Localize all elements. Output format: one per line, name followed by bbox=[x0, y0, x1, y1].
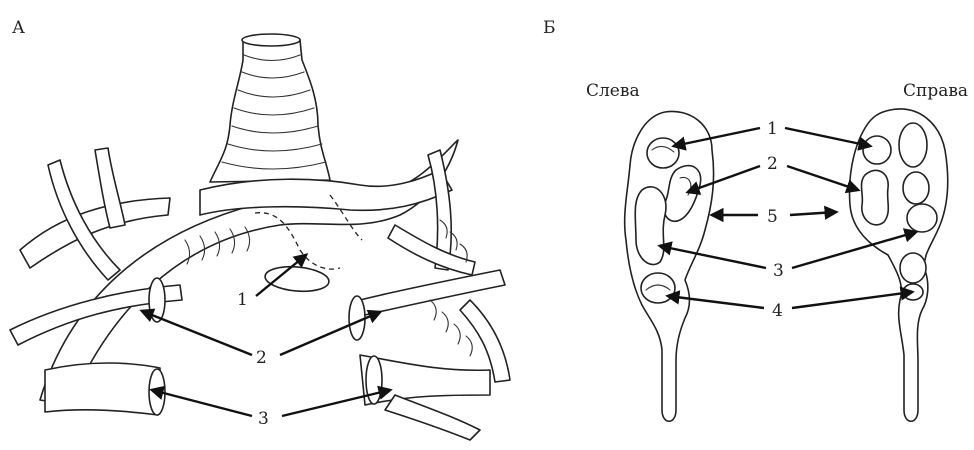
left-bronchus-3 bbox=[635, 187, 666, 265]
bronchial-tree-drawing bbox=[10, 140, 510, 440]
right-bronchus-2 bbox=[861, 170, 888, 224]
panel-b: Б Слева Справа 1 bbox=[543, 18, 968, 421]
right-bronchus-1 bbox=[863, 136, 891, 164]
section-2-right-ellipse bbox=[349, 296, 365, 340]
section-1-ellipse bbox=[264, 264, 330, 293]
callout-b-4: 4 bbox=[772, 301, 783, 321]
callout-a-1: 1 bbox=[237, 290, 248, 310]
right-bronchus-a bbox=[899, 123, 927, 167]
panel-b-label: Б bbox=[543, 18, 556, 38]
callout-a-3: 3 bbox=[258, 409, 269, 429]
callout-a-2: 2 bbox=[256, 348, 267, 368]
right-bronchus-b bbox=[903, 172, 929, 204]
arrow-a-2-right bbox=[280, 312, 380, 355]
arrow-a-3-left bbox=[152, 390, 252, 416]
right-side-caption: Справа bbox=[903, 81, 968, 101]
callout-b-5: 5 bbox=[767, 207, 778, 227]
right-bronchus-d bbox=[900, 253, 926, 283]
callout-b-2: 2 bbox=[767, 154, 778, 174]
callouts-a: 1 2 3 bbox=[142, 255, 390, 429]
panel-a: А bbox=[10, 18, 510, 440]
callout-b-3: 3 bbox=[773, 261, 784, 281]
section-3-right-ellipse bbox=[366, 356, 382, 404]
left-bronchus-4 bbox=[641, 273, 675, 303]
right-lung-section bbox=[850, 109, 948, 421]
left-side-caption: Слева bbox=[586, 81, 640, 101]
right-bronchus-c bbox=[907, 204, 937, 232]
arrow-a-2-left bbox=[142, 311, 252, 355]
arrow-b-5-right bbox=[790, 212, 836, 215]
trachea-drawing bbox=[210, 34, 330, 182]
left-lung-section bbox=[625, 111, 714, 421]
callout-b-1: 1 bbox=[767, 119, 778, 139]
left-bronchus-1 bbox=[647, 138, 679, 168]
arrow-b-1-right bbox=[785, 128, 870, 146]
arrow-b-2-right bbox=[787, 166, 858, 190]
panel-a-label: А bbox=[12, 18, 25, 38]
arrow-b-4-right bbox=[792, 292, 912, 308]
